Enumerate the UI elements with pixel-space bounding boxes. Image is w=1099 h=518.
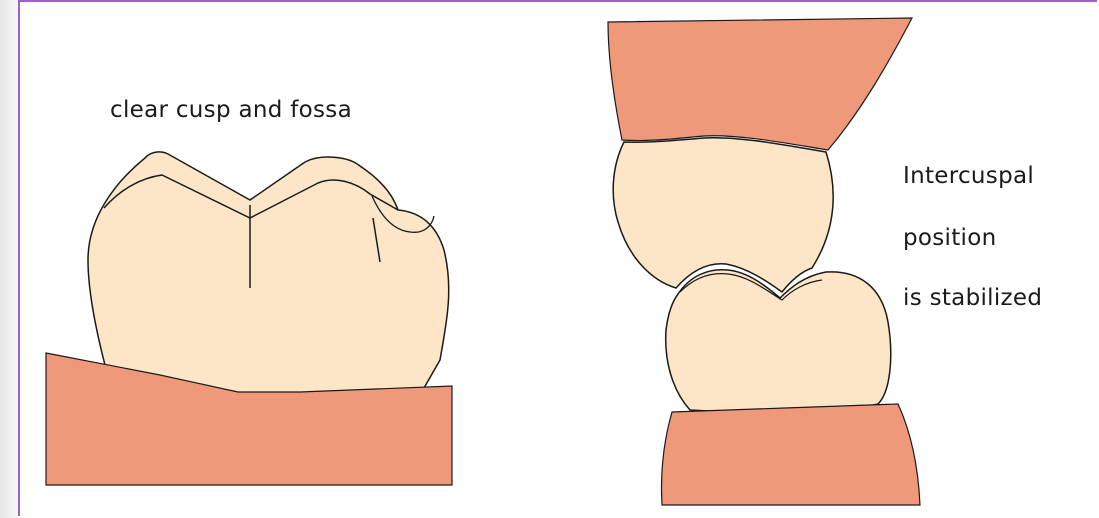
upper-gum bbox=[608, 18, 912, 150]
right-caption-line-1: Intercuspal bbox=[903, 163, 1034, 189]
molar-crown bbox=[88, 152, 449, 395]
right-caption-line-3: is stabilized bbox=[903, 285, 1042, 311]
left-caption: clear cusp and fossa bbox=[110, 97, 352, 123]
upper-tooth bbox=[613, 138, 833, 292]
right-caption-line-2: position bbox=[903, 225, 997, 251]
lower-tooth bbox=[666, 270, 891, 413]
lower-gum bbox=[661, 404, 920, 505]
single-molar bbox=[88, 152, 449, 395]
